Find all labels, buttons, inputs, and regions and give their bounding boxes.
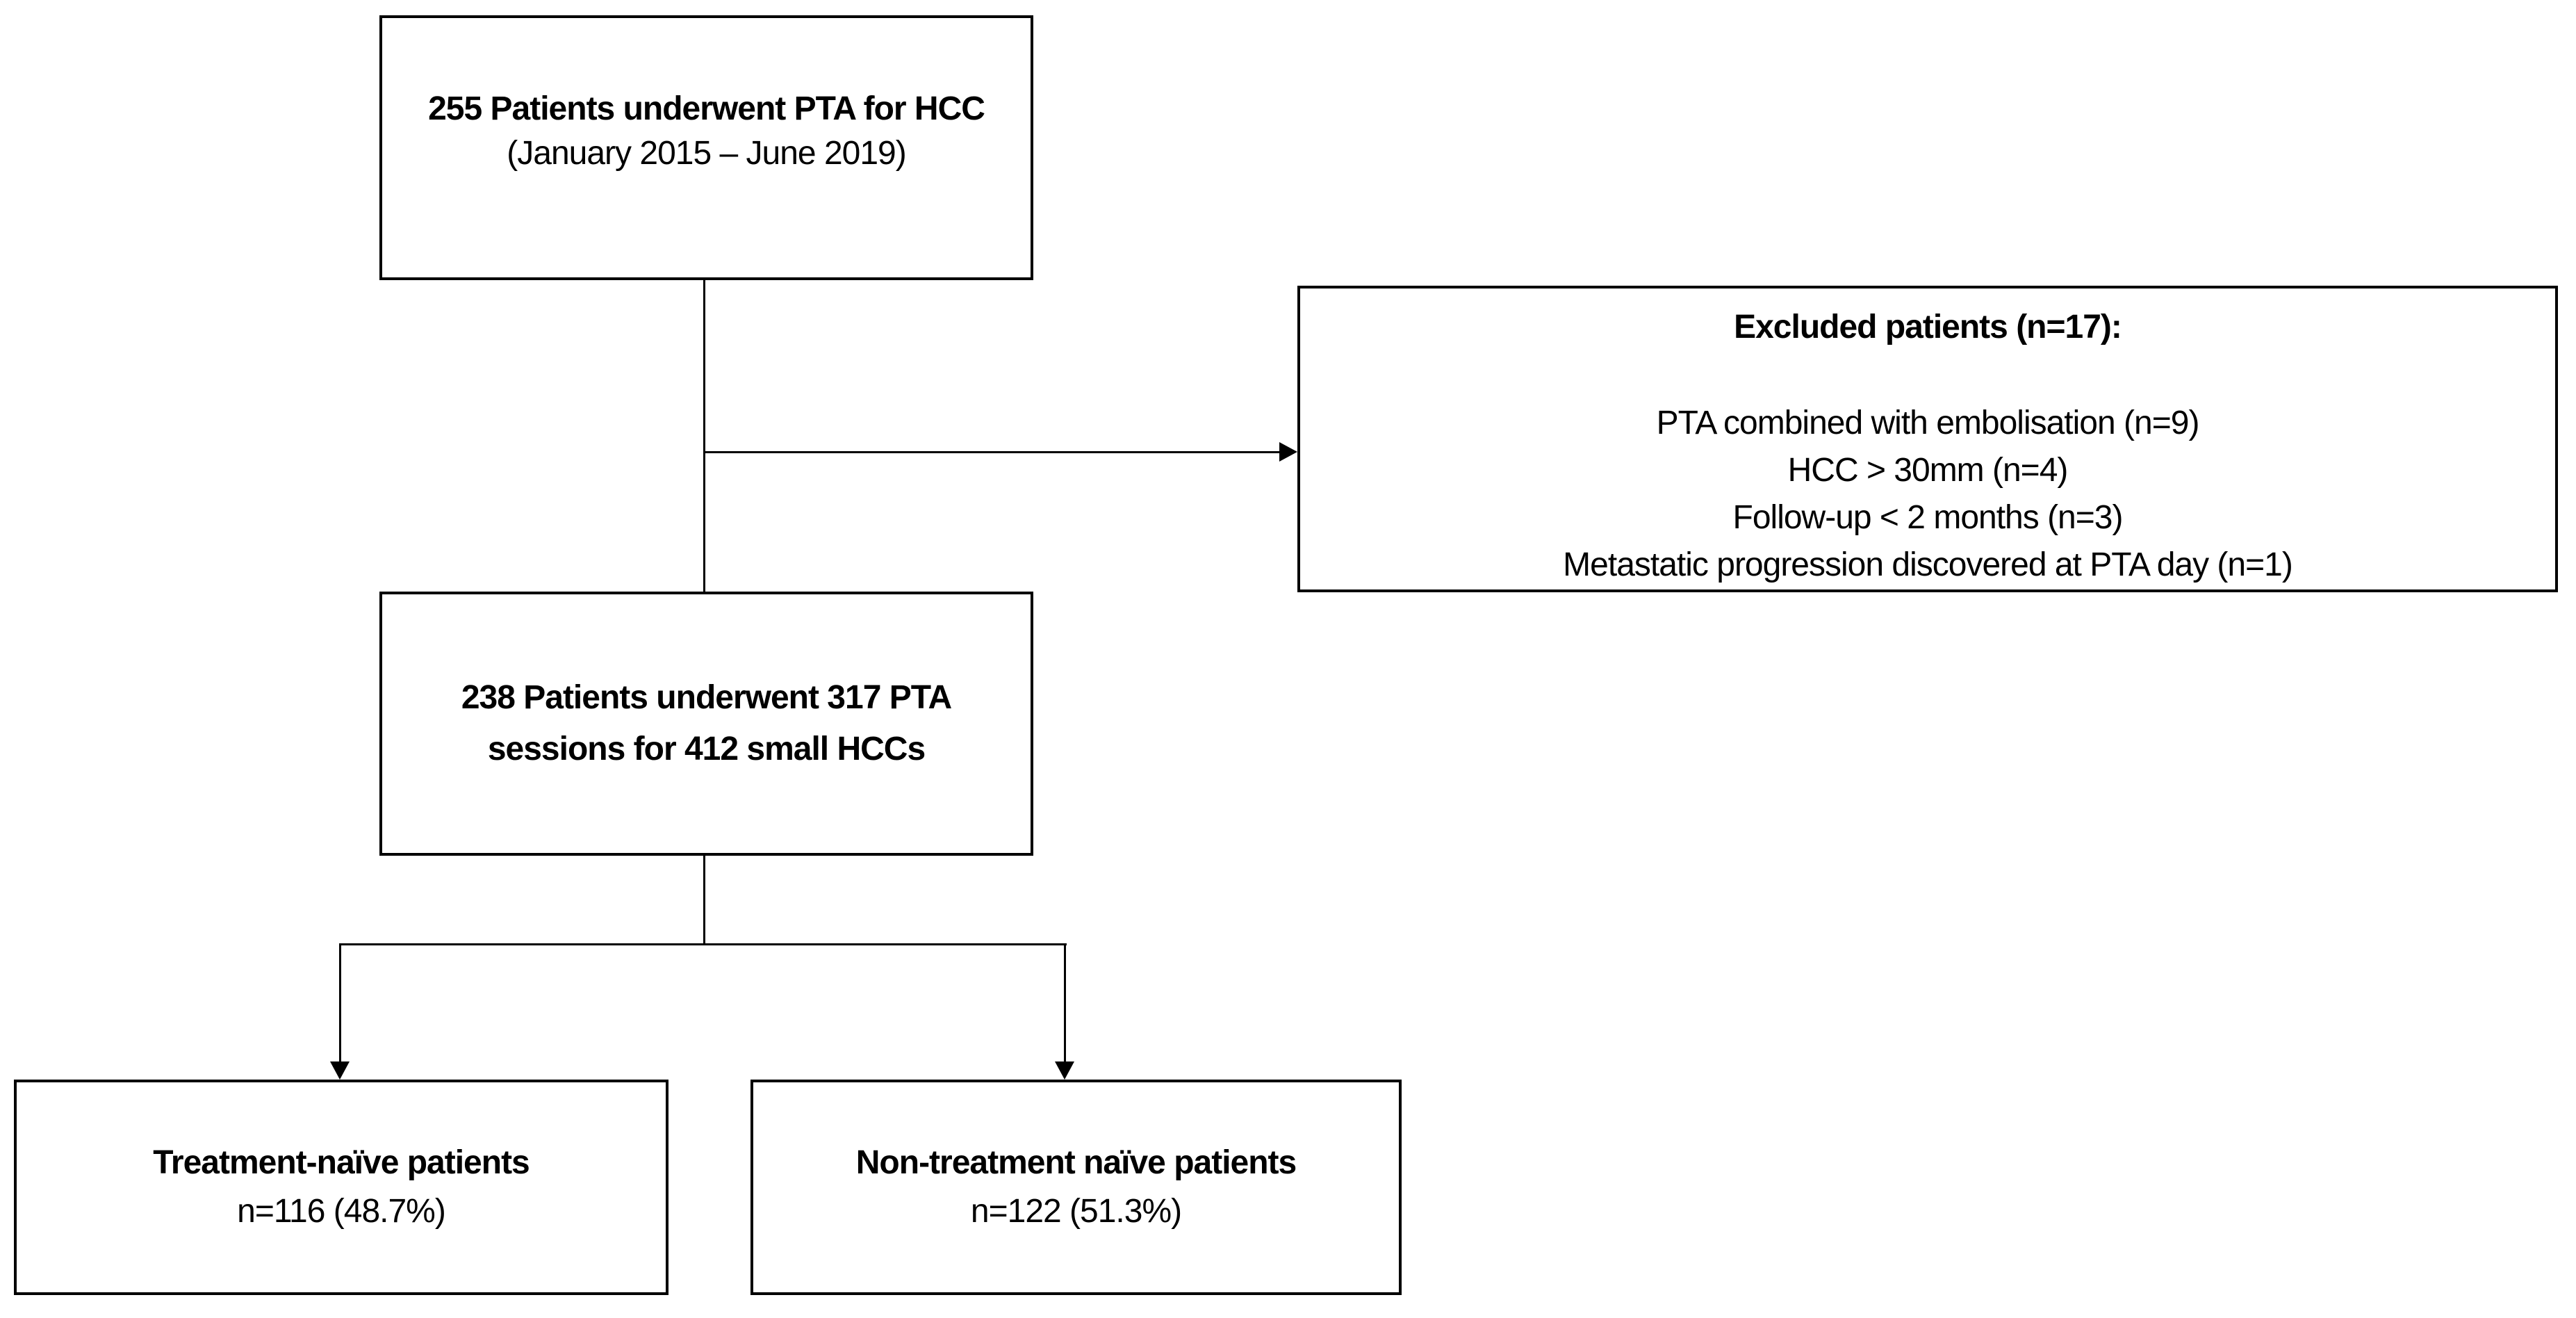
- connector-split-to-non-treatment-naive: [1064, 943, 1066, 1063]
- box-enrolled-patients: 255 Patients underwent PTA for HCC (Janu…: [379, 15, 1033, 280]
- arrowhead-down-right-icon: [1055, 1061, 1074, 1080]
- arrowhead-right-icon: [1279, 442, 1297, 462]
- treatment-naive-count: n=116 (48.7%): [237, 1193, 446, 1230]
- connector-split-to-treatment-naive: [339, 943, 341, 1063]
- excluded-reason-followup: Follow-up < 2 months (n=3): [1732, 499, 2124, 536]
- enrolled-patients-title: 255 Patients underwent PTA for HCC: [428, 90, 985, 127]
- included-patients-line2: sessions for 412 small HCCs: [487, 731, 926, 767]
- excluded-reason-embolisation: PTA combined with embolisation (n=9): [1656, 405, 2200, 441]
- box-non-treatment-naive: Non-treatment naïve patients n=122 (51.3…: [750, 1080, 1402, 1295]
- non-treatment-naive-title: Non-treatment naïve patients: [855, 1144, 1297, 1181]
- excluded-reason-hcc-size: HCC > 30mm (n=4): [1787, 452, 2069, 489]
- included-patients-line1: 238 Patients underwent 317 PTA: [461, 679, 952, 716]
- connector-top-to-middle: [703, 280, 705, 592]
- connector-middle-to-split: [703, 856, 705, 945]
- box-included-patients: 238 Patients underwent 317 PTA sessions …: [379, 592, 1033, 856]
- excluded-patients-spacer: [1300, 351, 2555, 400]
- box-treatment-naive: Treatment-naïve patients n=116 (48.7%): [14, 1080, 668, 1295]
- excluded-patients-title: Excluded patients (n=17):: [1734, 309, 2122, 345]
- excluded-reason-metastatic: Metastatic progression discovered at PTA…: [1563, 546, 2293, 583]
- connector-branch-to-excluded: [703, 451, 1280, 453]
- non-treatment-naive-count: n=122 (51.3%): [970, 1193, 1182, 1230]
- box-excluded-patients: Excluded patients (n=17): PTA combined w…: [1297, 286, 2558, 592]
- enrolled-patients-period: (January 2015 – June 2019): [507, 134, 906, 172]
- connector-split-horizontal: [339, 943, 1067, 945]
- arrowhead-down-left-icon: [330, 1061, 350, 1080]
- treatment-naive-title: Treatment-naïve patients: [153, 1144, 530, 1181]
